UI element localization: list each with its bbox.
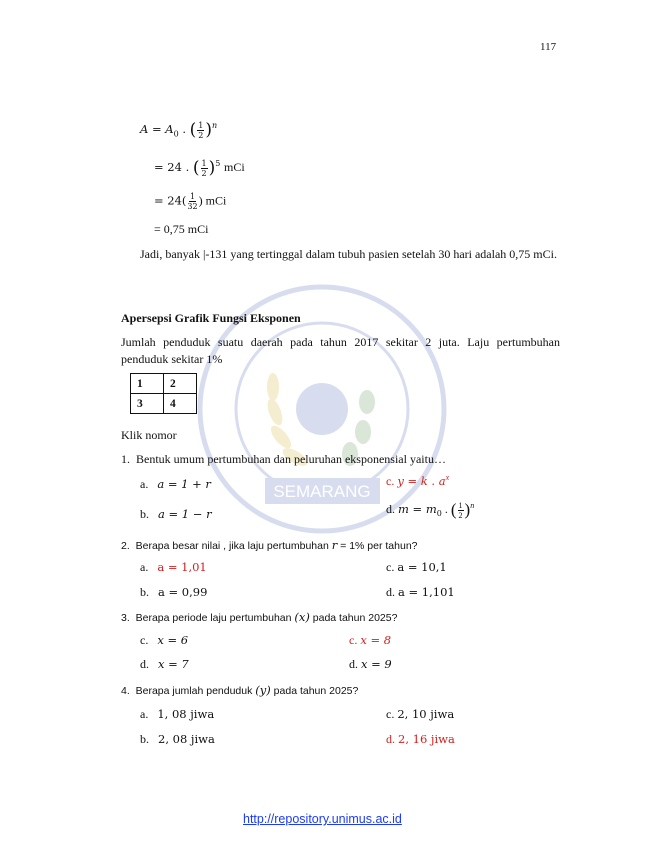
question-2: 2. Berapa besar nilai , jika laju pertum… [121, 538, 418, 552]
intro-paragraph: Jumlah penduduk suatu daerah pada tahun … [121, 335, 560, 366]
section-title: Apersepsi Grafik Fungsi Eksponen [121, 311, 301, 325]
grid-button-3[interactable]: 3 [130, 393, 164, 414]
number-grid: 1 2 3 4 [130, 373, 197, 414]
click-label: Klik nomor [121, 428, 177, 442]
q4-option-b[interactable]: b. 2, 08 jiwa [140, 732, 215, 746]
question-3: 3. Berapa periode laju pertumbuhan (x) p… [121, 610, 398, 624]
question-1: 1. Bentuk umum pertumbuhan dan peluruhan… [121, 452, 446, 466]
q3-option-b[interactable]: d. x = 7 [140, 657, 189, 671]
q2-option-c[interactable]: c. a = 10,1 [386, 560, 447, 574]
q3-option-d[interactable]: d. x = 9 [349, 657, 392, 671]
svg-text:SEMARANG: SEMARANG [273, 482, 370, 501]
formula-line-4: = 0,75 mCi [154, 222, 209, 236]
q4-option-c[interactable]: c. 2, 10 jiwa [386, 707, 455, 721]
q2-option-b[interactable]: b. a = 0,99 [140, 585, 208, 599]
grid-button-4[interactable]: 4 [163, 393, 197, 414]
q3-option-c[interactable]: c. x = 8 [349, 633, 392, 647]
footer-repository-link[interactable]: http://repository.unimus.ac.id [243, 812, 402, 826]
page-number: 117 [540, 41, 557, 53]
grid-button-1[interactable]: 1 [130, 373, 164, 394]
university-watermark-logo: SEMARANG [197, 284, 447, 534]
question-4: 4. Berapa jumlah penduduk (y) pada tahun… [121, 683, 359, 697]
q4-option-a[interactable]: a. 1, 08 jiwa [140, 707, 215, 721]
q4-option-d[interactable]: d. 2, 16 jiwa [386, 732, 455, 746]
q1-option-c[interactable]: c. y = k . ax [386, 473, 450, 488]
conclusion-paragraph: Jadi, banyak |-131 yang tertinggal dalam… [140, 247, 557, 261]
q1-option-b[interactable]: b. a = 1 − r [140, 507, 212, 521]
q2-option-d[interactable]: d. a = 1,101 [386, 585, 455, 599]
q1-option-a[interactable]: a. a = 1 + r [140, 477, 211, 491]
q3-option-a[interactable]: c. x = 6 [140, 633, 189, 647]
grid-button-2[interactable]: 2 [163, 373, 197, 394]
q2-option-a[interactable]: a. a = 1,01 [140, 560, 207, 574]
